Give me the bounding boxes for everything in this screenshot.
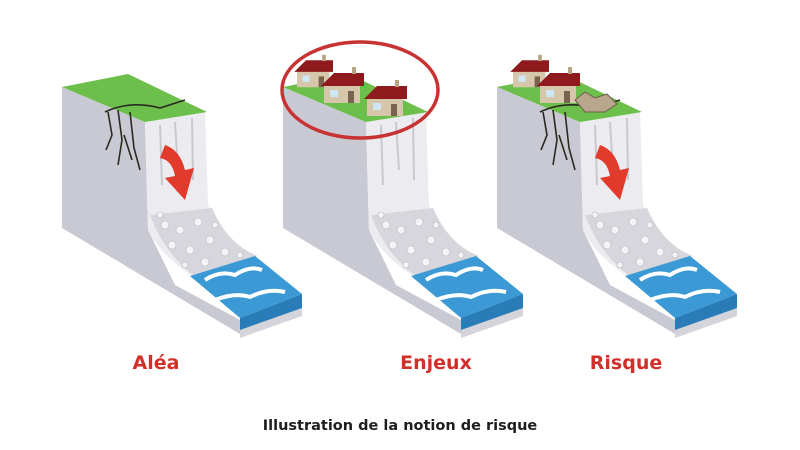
highlight-ring	[280, 40, 440, 140]
figure-caption: Illustration de la notion de risque	[262, 418, 538, 434]
panel-alea-block	[60, 72, 304, 340]
panel-enjeux-block	[281, 54, 525, 340]
panel-label-risque: Risque	[589, 352, 663, 374]
panel-label-alea: Aléa	[132, 352, 180, 374]
collapsed-house-rubble	[574, 91, 618, 113]
panel-label-enjeux: Enjeux	[400, 352, 472, 374]
panel-risque-block	[495, 54, 739, 340]
